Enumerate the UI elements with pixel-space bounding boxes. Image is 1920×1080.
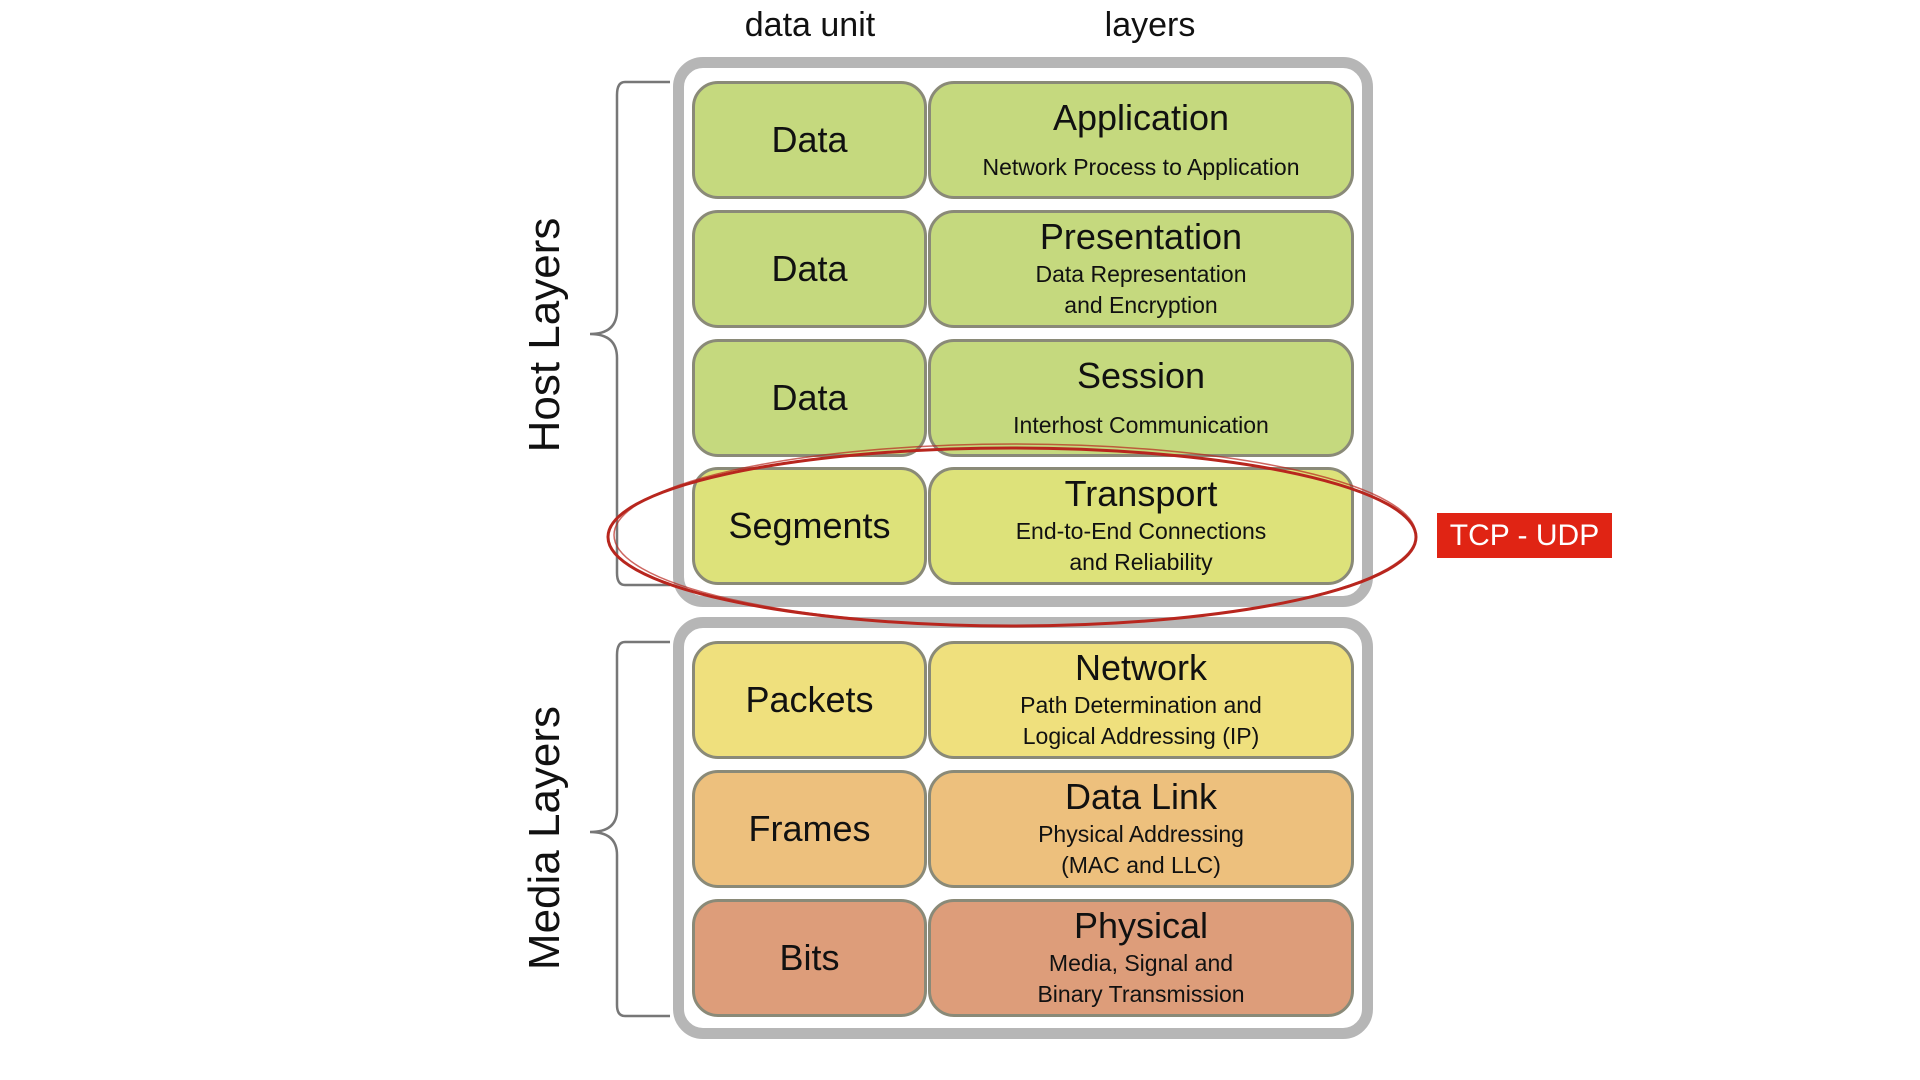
layer-cell: Presentation Data Representation and Enc…: [928, 210, 1354, 328]
layer-name: Network: [1074, 647, 1208, 688]
layer-description: End-to-End Connections and Reliability: [1015, 518, 1267, 575]
data-unit-cell: Segments: [692, 467, 927, 585]
layer-row-physical: Bits Physical Media, Signal and Binary T…: [692, 899, 1354, 1017]
data-unit-cell: Frames: [692, 770, 927, 888]
layer-name: Physical: [1073, 905, 1209, 946]
layer-description: Media, Signal and Binary Transmission: [1037, 950, 1245, 1007]
data-unit-cell: Data: [692, 339, 927, 457]
layer-cell: Physical Media, Signal and Binary Transm…: [928, 899, 1354, 1017]
host-layers-brace: [589, 80, 670, 587]
transport-highlight-ellipse-stroke: [613, 443, 1417, 627]
tcp-udp-badge: TCP - UDP: [1437, 513, 1612, 558]
host-layers-label: Host Layers: [520, 217, 569, 453]
layers-header: layers: [1104, 6, 1196, 44]
data-unit-cell: Data: [692, 210, 927, 328]
layer-description: Network Process to Application: [982, 153, 1300, 180]
layer-cell: Network Path Determination and Logical A…: [928, 641, 1354, 759]
layer-cell: Transport End-to-End Connections and Rel…: [928, 467, 1354, 585]
layer-name: Session: [1076, 354, 1206, 396]
layer-cell: Application Network Process to Applicati…: [928, 81, 1354, 199]
data-unit-cell: Packets: [692, 641, 927, 759]
data-unit-label: Frames: [748, 808, 871, 849]
layer-description: Path Determination and Logical Addressin…: [1020, 692, 1262, 749]
data-unit-header: data unit: [744, 6, 876, 44]
layer-cell: Data Link Physical Addressing (MAC and L…: [928, 770, 1354, 888]
layer-row-presentation: Data Presentation Data Representation an…: [692, 210, 1354, 328]
layer-description: Data Representation and Encryption: [1035, 261, 1247, 318]
layer-row-network: Packets Network Path Determination and L…: [692, 641, 1354, 759]
data-unit-cell: Data: [692, 81, 927, 199]
layer-name: Presentation: [1039, 216, 1243, 257]
layer-row-session: Data Session Interhost Communication: [692, 339, 1354, 457]
layer-description: Physical Addressing (MAC and LLC): [1038, 821, 1244, 878]
layer-name: Data Link: [1064, 776, 1218, 817]
media-layers-brace: [589, 640, 670, 1018]
layer-row-transport: Segments Transport End-to-End Connection…: [692, 467, 1354, 585]
data-unit-cell: Bits: [692, 899, 927, 1017]
media-layers-label: Media Layers: [520, 705, 569, 971]
data-unit-label: Bits: [779, 937, 840, 978]
data-unit-label: Segments: [728, 505, 891, 546]
data-unit-label: Data: [771, 119, 848, 160]
layer-row-application: Data Application Network Process to Appl…: [692, 81, 1354, 199]
layer-description: Interhost Communication: [1013, 411, 1269, 438]
data-unit-label: Data: [771, 377, 848, 418]
layer-name: Transport: [1064, 473, 1218, 514]
layer-name: Application: [1052, 96, 1230, 138]
data-unit-label: Packets: [745, 679, 874, 720]
layer-row-data-link: Frames Data Link Physical Addressing (MA…: [692, 770, 1354, 888]
data-unit-label: Data: [771, 248, 848, 289]
layer-cell: Session Interhost Communication: [928, 339, 1354, 457]
